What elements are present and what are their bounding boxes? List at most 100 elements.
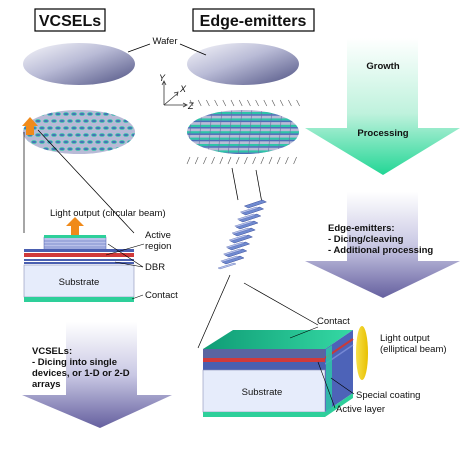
edge-emitter-device <box>202 326 368 417</box>
vcsel-die <box>55 126 61 130</box>
edge-contact-leader <box>289 326 319 339</box>
vcsel-dbr-lower-band <box>24 249 134 252</box>
diced-chip-edge <box>234 220 254 228</box>
vcsel-die <box>127 126 133 130</box>
cleave-tick-bottom <box>219 156 224 165</box>
axis-y-label: Y <box>159 73 166 83</box>
vcsel-output-arrow-small <box>26 125 34 135</box>
cleave-tick-top <box>271 99 276 107</box>
vcsel-dbr-label: DBR <box>145 262 165 273</box>
vcsel-substrate <box>23 264 135 298</box>
bar-zoom-line-left <box>197 274 231 349</box>
vcsel-die <box>39 126 45 130</box>
cleave-tick-top <box>247 99 251 107</box>
edge-active-layer <box>203 358 325 362</box>
edge-step-2: - Additional processing <box>328 245 433 256</box>
vcsel-output-arrowhead-small <box>22 117 38 126</box>
active-layer-leader <box>317 361 336 409</box>
vcsel-die <box>111 126 117 130</box>
vcsel-die <box>39 140 45 144</box>
bar-zoom-line-right <box>243 282 319 326</box>
cleave-tick-bottom <box>285 156 289 165</box>
vcsel-die <box>103 140 109 144</box>
vcsel-die <box>103 112 109 116</box>
diced-chip-edge <box>220 255 240 263</box>
edge-light-output-label-1: Light output <box>380 333 430 344</box>
vcsel-die <box>119 112 125 116</box>
vcsel-die <box>115 147 121 151</box>
vcsel-die <box>43 133 49 137</box>
vcsel-die <box>67 133 73 137</box>
edge-elliptical-beam <box>356 326 368 380</box>
cleave-tick-top <box>189 99 194 107</box>
edge-bar-grid <box>187 110 299 154</box>
dbr-leader-1 <box>107 243 144 268</box>
vcsel-active-layer <box>24 253 134 257</box>
vcsel-die <box>107 147 113 151</box>
vcsel-zoom-line-right <box>37 129 135 234</box>
vcsel-die <box>83 147 89 151</box>
cleave-tick-bottom <box>276 156 281 165</box>
vcsel-device <box>23 217 135 302</box>
edge-bar-row <box>187 131 299 134</box>
diced-chip-edge <box>237 213 257 221</box>
vcsel-die <box>67 147 73 151</box>
vcsel-die <box>103 126 109 130</box>
vcsel-die <box>55 112 61 116</box>
edge-bar-row-shadow <box>187 127 299 129</box>
vcsel-step-2: devices, or 1-D or 2-D <box>32 368 130 379</box>
edge-bar-row <box>187 144 299 147</box>
cleave-tick-top <box>296 99 300 107</box>
edge-special-coating-label: Special coating <box>356 390 420 401</box>
vcsel-die <box>51 119 57 123</box>
axis-z-label: Z <box>187 101 194 111</box>
vcsel-die <box>95 112 101 116</box>
wafer-leader-left <box>127 43 151 53</box>
vcsel-die <box>35 147 41 151</box>
cleave-tick-top <box>222 99 227 107</box>
edge-emitters-title-box <box>192 8 315 32</box>
cleave-tick-top <box>197 99 202 107</box>
vcsel-die <box>83 133 89 137</box>
edge-steps-title: Edge-emitters: <box>328 223 395 234</box>
vcsel-die <box>63 112 69 116</box>
vcsel-die <box>43 119 49 123</box>
cleave-tick-top <box>238 99 243 107</box>
special-coating-leader <box>330 377 355 395</box>
edge-bar-row <box>187 137 299 140</box>
edge-bar-row-shadow <box>187 152 299 154</box>
edge-bar-row-shadow <box>187 146 299 148</box>
vcsel-die <box>59 119 65 123</box>
edge-cleave-line <box>267 110 273 154</box>
edge-cleave-line <box>237 110 243 154</box>
vcsel-die <box>119 140 125 144</box>
edge-cleave-line <box>247 110 253 154</box>
vcsel-die <box>131 119 135 123</box>
vcsel-die <box>127 140 133 144</box>
edge-active-layer-label: Active layer <box>336 404 385 415</box>
vcsel-die <box>35 133 41 137</box>
edge-front-mid-layer <box>203 362 325 370</box>
vcsel-contact-bottom <box>24 297 134 302</box>
vcsel-die <box>63 140 69 144</box>
vcsel-die <box>75 147 81 151</box>
edge-contact-label: Contact <box>317 316 350 327</box>
edge-cleave-line <box>227 110 233 154</box>
vcsel-die <box>79 126 85 130</box>
vcsel-die <box>43 147 49 151</box>
vcsel-die <box>63 126 69 130</box>
vcsel-die <box>71 126 77 130</box>
vcsel-die <box>95 140 101 144</box>
edge-front-top-layer <box>203 349 325 358</box>
vcsel-die <box>91 133 97 137</box>
vcsel-die <box>91 119 97 123</box>
vcsel-die <box>99 119 105 123</box>
dbr-leader-2 <box>114 261 144 268</box>
vcsel-dbr-bottom-1 <box>24 259 134 261</box>
cleave-tick-bottom <box>252 156 256 165</box>
vcsel-die <box>79 140 85 144</box>
cleave-tick-top <box>288 99 292 107</box>
cleave-tick-bottom <box>260 156 265 165</box>
vcsel-substrate-label: Substrate <box>59 277 100 288</box>
vcsel-die <box>55 140 61 144</box>
